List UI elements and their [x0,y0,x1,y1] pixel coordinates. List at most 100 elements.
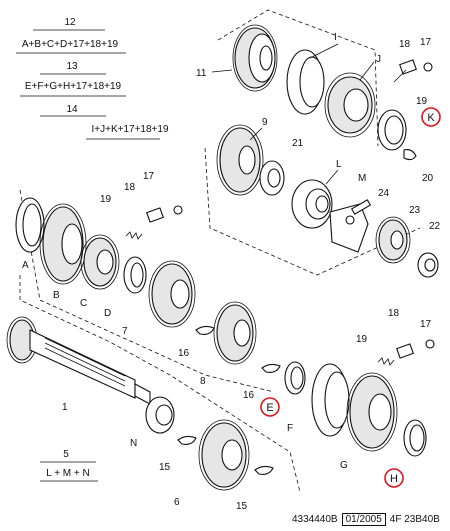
label-17-left: 17 [143,171,155,182]
highlight-k-circle [421,107,441,127]
gear-23 [375,216,411,264]
gear-9 [216,124,264,196]
kit-12-number: 12 [64,17,76,28]
label-7: 7 [122,326,128,337]
ring-e-part [284,361,306,395]
ring-d [123,256,147,294]
kit-5-number: 5 [63,449,69,460]
bearing-l [291,179,333,229]
kit-13: 13 E+F+G+H+17+18+19 [20,61,126,97]
label-18-right: 18 [388,308,400,319]
detent-18-top [393,59,417,83]
footer-reference: 4334440B 01/2005 4F 23B40B [292,511,440,527]
ball-17-right [425,339,435,349]
detent-18-left [146,207,164,223]
kit-12: 12 A+B+C+D+17+18+19 [16,17,126,54]
highlight-e-circle [260,397,280,417]
highlight-h: H [384,468,404,488]
callouts: I 11 18 17 J 19 20 9 21 L M 24 23 22 18 … [22,32,441,512]
ring-k-part [377,109,407,151]
highlight-k: K [421,107,441,127]
gear-g [346,372,398,452]
label-f: F [287,423,293,434]
label-17-right: 17 [420,319,432,330]
label-1: 1 [62,402,68,413]
label-b: B [53,290,60,301]
highlight-h-label: H [390,473,398,485]
bolt-24 [350,199,372,215]
assembly-outlines [19,9,421,493]
detent-18-right [396,343,414,359]
gear-11 [232,24,278,92]
label-g: G [340,460,348,471]
kit-13-number: 13 [66,61,78,72]
gear-8 [213,301,257,365]
ball-17-top [423,62,433,72]
label-22: 22 [429,221,441,232]
label-19-left: 19 [100,194,112,205]
label-d: D [104,308,111,319]
ring-h-part [403,419,427,457]
label-15-left: 15 [159,462,171,473]
label-19-top: 19 [416,96,428,107]
kit-14-number: 14 [66,104,78,115]
label-j: J [376,54,381,65]
label-8: 8 [200,376,206,387]
label-18-left: 18 [124,182,136,193]
highlight-k-label: K [427,112,435,124]
ball-17-left [173,205,183,215]
bearing-n [145,396,175,434]
label-24: 24 [378,188,390,199]
gear-b [39,203,87,285]
kit-5-formula: L + M + N [46,468,90,479]
label-17-top: 17 [420,37,432,48]
kit-14: 14 I+J+K+17+18+19 [40,104,169,140]
clip-16-right [261,363,281,373]
gear-7 [148,260,196,328]
label-15-right: 15 [236,501,248,512]
label-a: A [22,260,29,271]
synchro-f [311,363,350,437]
label-c: C [80,298,87,309]
footer-date: 01/2005 [341,512,386,526]
hub-j [324,72,376,138]
highlight-h-circle [384,468,404,488]
label-i: I [334,32,337,43]
label-23: 23 [409,205,421,216]
ring-a [15,197,45,253]
washer-21 [259,160,285,196]
label-20: 20 [422,173,434,184]
label-16-right: 16 [243,390,255,401]
label-21: 21 [292,138,304,149]
label-11: 11 [196,68,207,79]
label-n: N [130,438,137,449]
clip-20 [403,149,417,161]
kit-13-formula: E+F+G+H+17+18+19 [25,81,122,92]
main-shaft-1 [6,316,151,405]
kit-12-formula: A+B+C+D+17+18+19 [22,39,119,50]
clip-16-left [195,325,215,335]
label-l: L [336,159,342,170]
label-18-top: 18 [399,39,411,50]
plate-m [329,203,369,253]
footer-ref: 4334440B [292,513,338,525]
clip-15-right [254,465,274,475]
gear-6 [198,419,250,491]
label-6: 6 [174,497,180,508]
synchro-ring-i [286,49,325,115]
spring-19-left [125,231,143,240]
kit-5: 5 L + M + N [40,449,98,482]
footer-code: 4F 23B40B [389,513,440,525]
label-19-right: 19 [356,334,368,345]
label-m: M [358,173,366,184]
highlight-e-label: E [266,402,273,414]
hub-c [80,234,120,290]
label-9: 9 [262,117,268,128]
nut-22 [417,252,439,278]
label-16-left: 16 [178,348,190,359]
kit-14-formula: I+J+K+17+18+19 [91,124,168,135]
spring-19-right [377,357,395,366]
clip-15-left [177,435,197,445]
highlight-e: E [260,397,280,417]
